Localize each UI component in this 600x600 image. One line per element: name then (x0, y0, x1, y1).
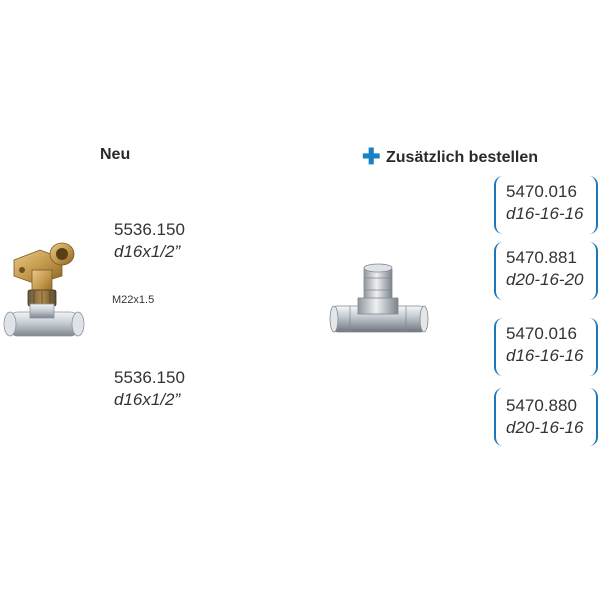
option-dimension: d16-16-16 (506, 204, 584, 223)
option-box[interactable]: 5470.880 d20-16-16 (494, 388, 598, 446)
wall-elbow-fitting-image (3, 242, 85, 337)
tee-fitting-image (329, 263, 429, 333)
option-box[interactable]: 5470.881 d20-16-20 (494, 242, 598, 300)
option-dimension: d20-16-20 (506, 270, 584, 289)
option-dimension: d16-16-16 (506, 346, 584, 365)
order-additionally-heading: Zusätzlich bestellen (386, 149, 539, 166)
new-heading: Neu (100, 146, 131, 163)
product-dimension-top: d16x1/2” (114, 242, 181, 261)
option-code: 5470.016 (506, 182, 577, 201)
product-code-bottom: 5536.150 (114, 368, 185, 387)
product-dimension-bottom: d16x1/2” (114, 390, 181, 409)
thread-label: M22x1.5 (112, 294, 155, 306)
option-code: 5470.880 (506, 396, 577, 415)
option-dimension: d20-16-16 (506, 418, 584, 437)
option-code: 5470.016 (506, 324, 577, 343)
product-code-top: 5536.150 (114, 220, 185, 239)
plus-icon: ✚ (362, 144, 381, 169)
option-code: 5470.881 (506, 248, 577, 267)
option-box[interactable]: 5470.016 d16-16-16 (494, 176, 598, 234)
option-box[interactable]: 5470.016 d16-16-16 (494, 318, 598, 376)
